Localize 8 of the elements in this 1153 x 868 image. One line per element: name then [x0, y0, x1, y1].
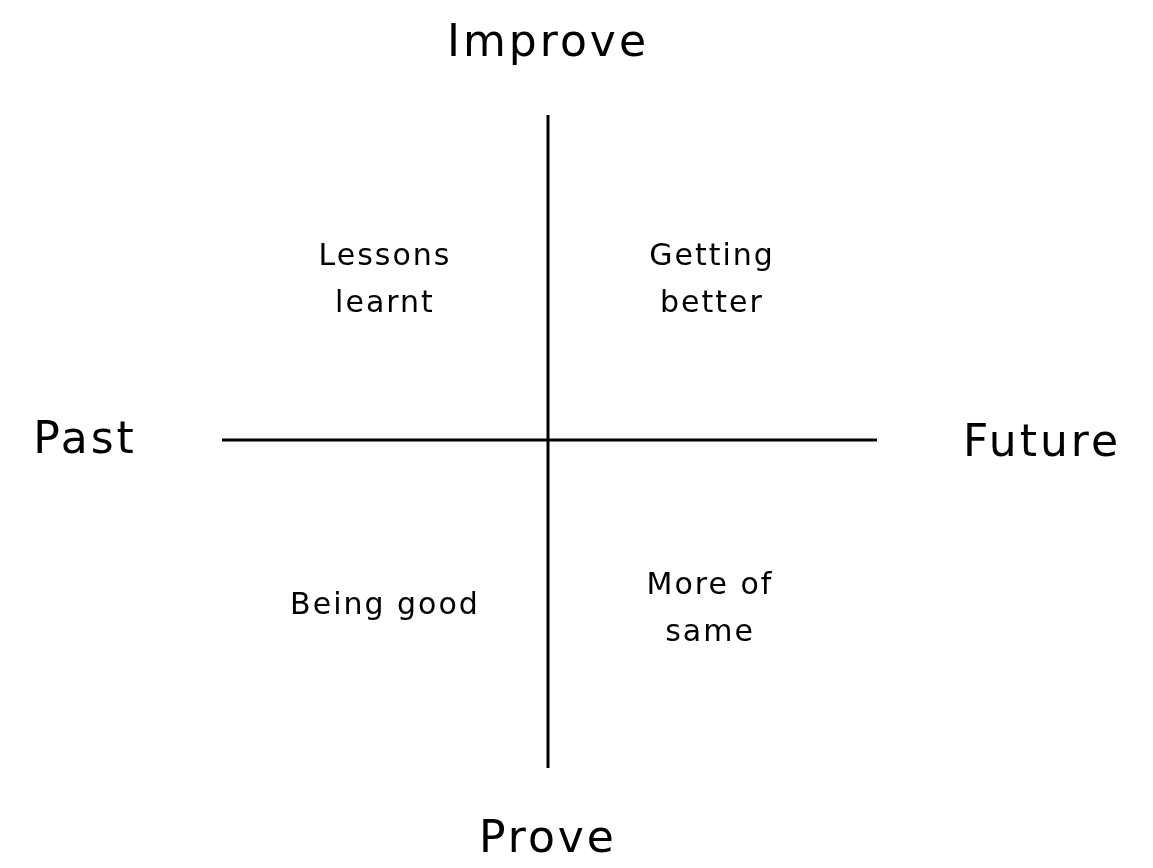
- quadrant-label: Getting better: [648, 235, 776, 320]
- quadrant-label: Lessons learnt: [317, 235, 453, 320]
- axis-label: Past: [32, 410, 138, 465]
- axis-label: Improve: [446, 13, 650, 68]
- axis-label: Future: [961, 413, 1123, 468]
- quadrant-label: Being good: [289, 584, 481, 623]
- quadrant-label: More of same: [645, 564, 775, 649]
- axis-label: Prove: [478, 809, 618, 864]
